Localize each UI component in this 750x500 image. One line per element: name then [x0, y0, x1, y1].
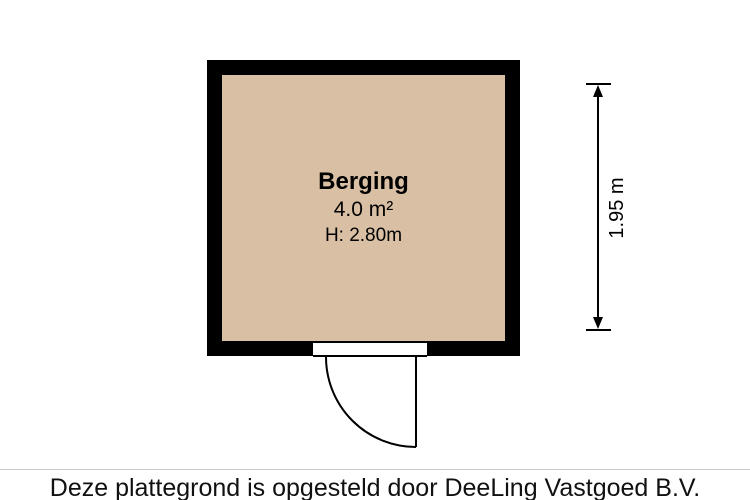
room-label: Berging 4.0 m² H: 2.80m: [318, 168, 409, 249]
arrowhead-down-icon: [593, 317, 603, 329]
dimension-label: 1.95 m: [606, 177, 628, 239]
footer-divider: [0, 469, 750, 470]
door-swing-arc: [325, 356, 417, 448]
room-berging: Berging 4.0 m² H: 2.80m: [207, 60, 520, 356]
room-name: Berging: [318, 167, 409, 195]
room-ceiling-height: H: 2.80m: [324, 224, 403, 246]
arrowhead-up-icon: [593, 85, 603, 97]
caption: Deze plattegrond is opgesteld door DeeLi…: [49, 474, 701, 500]
door-opening: [313, 341, 427, 357]
door: [325, 356, 417, 448]
room-area: 4.0 m²: [333, 197, 394, 221]
